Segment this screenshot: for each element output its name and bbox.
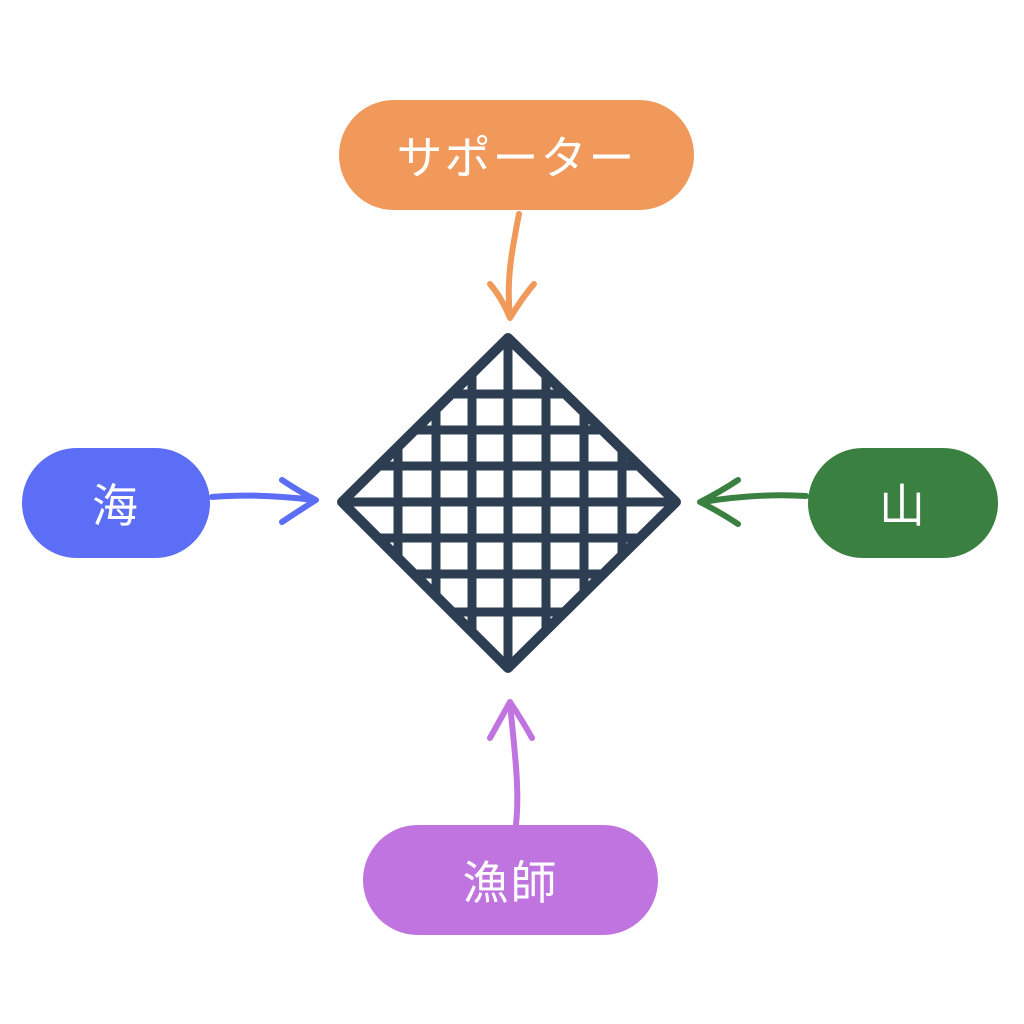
node-sea-label: 海 (92, 479, 140, 533)
node-mountain-label: 山 (879, 479, 927, 533)
arrow-right (697, 477, 809, 527)
node-fisherman-label: 漁師 (462, 856, 559, 910)
arrow-bottom (487, 699, 535, 827)
arrow-left (209, 477, 319, 525)
node-fisherman: 漁師 (363, 825, 658, 935)
node-supporter: サポーター (339, 100, 694, 210)
net-icon (337, 333, 681, 673)
node-sea: 海 (22, 448, 210, 558)
node-supporter-label: サポーター (396, 131, 637, 185)
node-mountain: 山 (808, 448, 998, 558)
arrow-top (487, 211, 537, 321)
